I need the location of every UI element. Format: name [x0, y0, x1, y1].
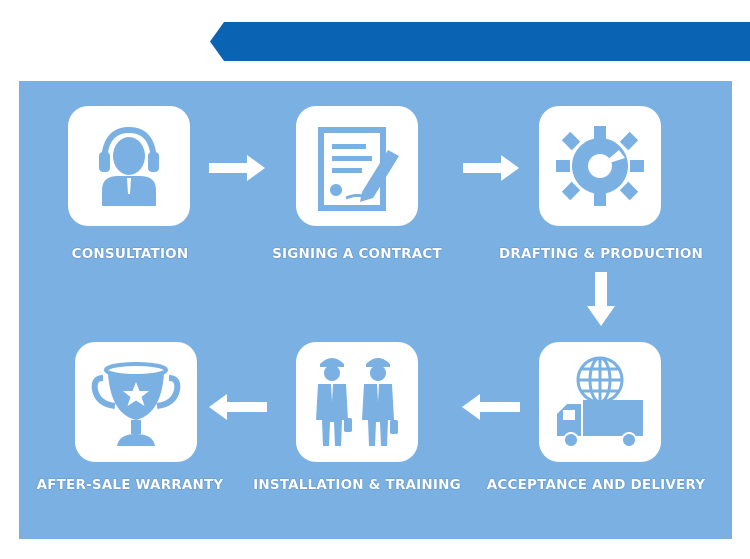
- warranty-tile: [75, 342, 197, 462]
- arrow-left-2: [207, 392, 267, 422]
- trophy-icon: [91, 362, 181, 446]
- consultation-tile: [68, 106, 190, 226]
- workers-icon: [316, 358, 398, 446]
- arrow-left-1: [460, 392, 520, 422]
- step-label-signing-contract: SIGNING A CONTRACT: [272, 246, 442, 262]
- step-label-after-sale-warranty: AFTER-SALE WARRANTY: [36, 477, 224, 493]
- arrow-right-2: [463, 153, 521, 183]
- step-label-drafting-production: DRAFTING & PRODUCTION: [498, 246, 704, 262]
- gear-icon: [556, 126, 644, 206]
- header-banner: [210, 22, 750, 61]
- step-label-consultation: CONSULTATION: [71, 246, 189, 262]
- contract-sign-icon: [318, 127, 399, 211]
- drafting-tile: [539, 106, 661, 226]
- arrow-right-1: [209, 153, 267, 183]
- step-label-installation-training: INSTALLATION & TRAINING: [253, 477, 461, 493]
- globe-truck-icon: [557, 356, 643, 448]
- arrow-down: [586, 272, 616, 328]
- step-label-acceptance-delivery: ACCEPTANCE AND DELIVERY: [486, 477, 706, 493]
- process-panel: CONSULTATION SIGNING A CONTRACT DRAFTING…: [19, 81, 732, 539]
- delivery-tile: [539, 342, 661, 462]
- contract-tile: [296, 106, 418, 226]
- installation-tile: [296, 342, 418, 462]
- headset-operator-icon: [99, 126, 159, 206]
